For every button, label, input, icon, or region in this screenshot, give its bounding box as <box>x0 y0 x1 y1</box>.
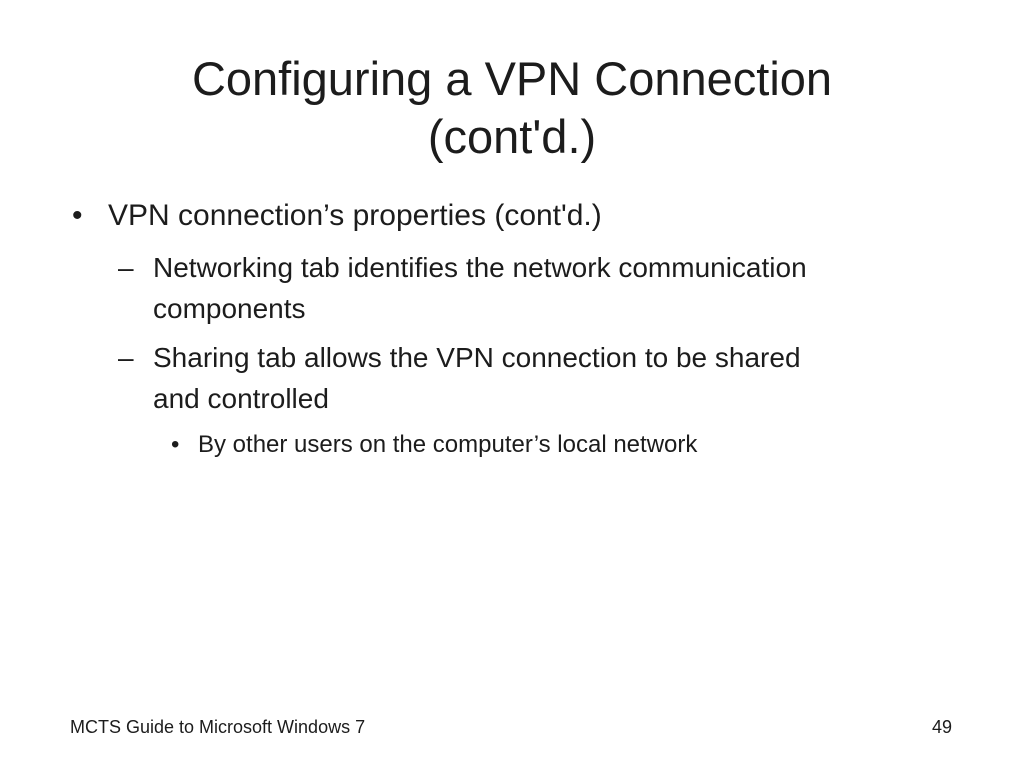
page-number: 49 <box>932 717 953 737</box>
sub-bullet-sharing-line-2: and controlled <box>153 383 329 414</box>
bullet-text-vpn-properties: VPN connection’s properties (cont'd.) <box>108 199 602 232</box>
dash-marker: – <box>118 252 134 283</box>
dash-marker: – <box>118 342 134 373</box>
footer-course-title: MCTS Guide to Microsoft Windows 7 <box>70 717 366 737</box>
slide-title-line-2: (cont'd.) <box>427 110 597 163</box>
sub-bullet-networking-line-1: Networking tab identifies the network co… <box>153 252 807 283</box>
bullet-marker: • <box>171 431 180 458</box>
sub-bullet-sharing-line-1: Sharing tab allows the VPN connection to… <box>153 342 801 373</box>
slide-title: Configuring a VPN Connection (cont'd.) <box>100 50 924 166</box>
slide-title-line-1: Configuring a VPN Connection <box>191 52 833 105</box>
bullet-marker: • <box>72 199 83 232</box>
sub-sub-bullet-other-users: By other users on the computer’s local n… <box>198 431 698 458</box>
sub-bullet-networking-line-2: components <box>153 293 306 324</box>
